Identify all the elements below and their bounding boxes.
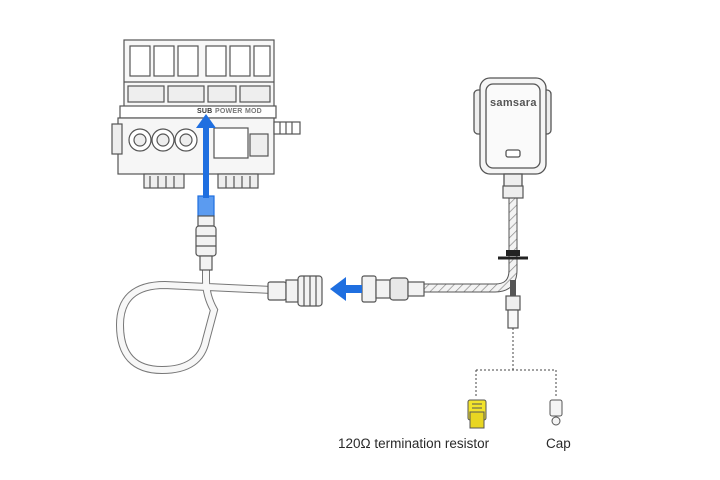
port-label-sub: SUB bbox=[197, 108, 213, 115]
port-label-mod: MOD bbox=[245, 108, 262, 115]
adapter-connector-left bbox=[267, 275, 323, 307]
termination-resistor bbox=[467, 399, 487, 429]
module-plug bbox=[195, 195, 217, 271]
cap-label: Cap bbox=[546, 436, 571, 451]
samsara-logo: samsara bbox=[490, 97, 537, 109]
samsara-gateway bbox=[473, 77, 552, 189]
control-module bbox=[111, 39, 301, 189]
harness-connector bbox=[361, 275, 425, 303]
arrow-up-icon bbox=[196, 114, 216, 198]
cap bbox=[549, 399, 563, 426]
braided-harness bbox=[415, 185, 528, 329]
port-label-power: POWER bbox=[215, 108, 243, 115]
termination-resistor-label: 120Ω termination resistor bbox=[338, 436, 490, 451]
adapter-cable bbox=[115, 270, 273, 375]
arrow-left-icon bbox=[330, 277, 362, 301]
dotted-split-lines bbox=[475, 328, 557, 398]
